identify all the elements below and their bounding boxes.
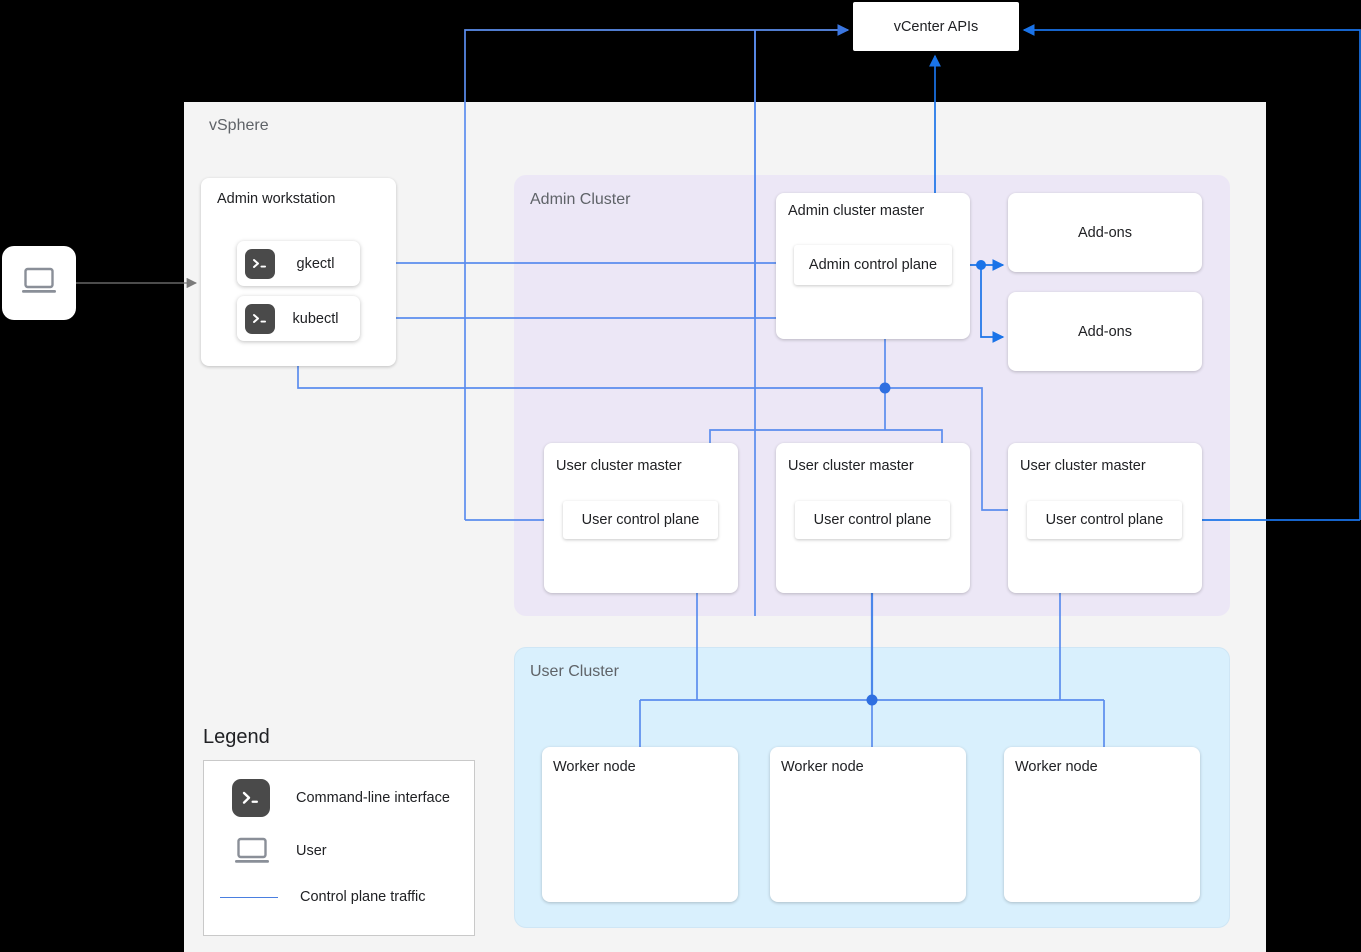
cli-kubectl-label: kubectl	[292, 310, 339, 327]
user-actor-node[interactable]	[2, 246, 76, 320]
terminal-icon	[245, 303, 275, 334]
admin-control-plane-node[interactable]: Admin control plane	[794, 245, 952, 285]
junction-dot-worker-bus	[866, 694, 878, 706]
vcenter-apis-label: vCenter APIs	[893, 18, 979, 35]
junction-dot-addons	[976, 260, 986, 270]
user-control-plane-node-3[interactable]: User control plane	[1027, 501, 1182, 539]
admin-cluster-master-title: Admin cluster master	[788, 203, 925, 219]
user-cluster-master-title-1: User cluster master	[556, 458, 682, 474]
worker-node-title-1: Worker node	[553, 759, 636, 775]
user-cluster-master-title-3: User cluster master	[1020, 458, 1146, 474]
legend-title: Legend	[203, 726, 270, 748]
terminal-icon	[245, 248, 275, 279]
legend-item-control-plane-traffic-label: Control plane traffic	[300, 889, 426, 905]
cli-gkectl-label: gkectl	[296, 255, 335, 272]
user-control-plane-label-3: User control plane	[1045, 512, 1164, 528]
user-cluster-label: User Cluster	[530, 663, 619, 680]
admin-control-plane-label: Admin control plane	[808, 257, 938, 273]
laptop-icon	[20, 266, 58, 301]
addons-node-2[interactable]: Add-ons	[1008, 292, 1202, 371]
user-control-plane-label-2: User control plane	[813, 512, 932, 528]
line-swatch-icon	[220, 896, 278, 898]
admin-workstation-title: Admin workstation	[217, 191, 336, 207]
junction-dot-admin-bus	[879, 382, 891, 394]
user-cluster-master-title-2: User cluster master	[788, 458, 914, 474]
wire-user-cp1-to-vcenter	[464, 24, 850, 520]
legend-box: Command-line interface User Control plan…	[203, 760, 475, 936]
terminal-icon	[232, 779, 270, 817]
addons-label-2: Add-ons	[1077, 323, 1132, 340]
vsphere-label: vSphere	[209, 117, 269, 134]
vcenter-apis-node[interactable]: vCenter APIs	[853, 2, 1019, 51]
legend-item-cli: Command-line interface	[232, 779, 450, 817]
cli-gkectl[interactable]: gkectl	[237, 241, 360, 286]
wire-junction-to-user-cp3	[885, 387, 1024, 516]
user-control-plane-label-1: User control plane	[581, 512, 700, 528]
worker-node-title-3: Worker node	[1015, 759, 1098, 775]
cli-kubectl[interactable]: kubectl	[237, 296, 360, 341]
legend-item-control-plane-traffic: Control plane traffic	[220, 889, 425, 905]
worker-node-title-2: Worker node	[781, 759, 864, 775]
user-control-plane-node-1[interactable]: User control plane	[563, 501, 718, 539]
worker-node-1[interactable]: Worker node	[542, 747, 738, 902]
worker-node-3[interactable]: Worker node	[1004, 747, 1200, 902]
wire-user-cp3-to-vcenter	[1022, 24, 1361, 520]
legend-item-user: User	[232, 837, 327, 865]
admin-cluster-label: Admin Cluster	[530, 191, 631, 208]
laptop-icon	[232, 837, 272, 865]
wire-junction-to-addon2	[980, 265, 1005, 343]
addons-label-1: Add-ons	[1077, 224, 1132, 241]
legend-item-cli-label: Command-line interface	[296, 790, 450, 806]
user-control-plane-node-2[interactable]: User control plane	[795, 501, 950, 539]
addons-node-1[interactable]: Add-ons	[1008, 193, 1202, 272]
worker-node-2[interactable]: Worker node	[770, 747, 966, 902]
legend-item-user-label: User	[296, 843, 327, 859]
